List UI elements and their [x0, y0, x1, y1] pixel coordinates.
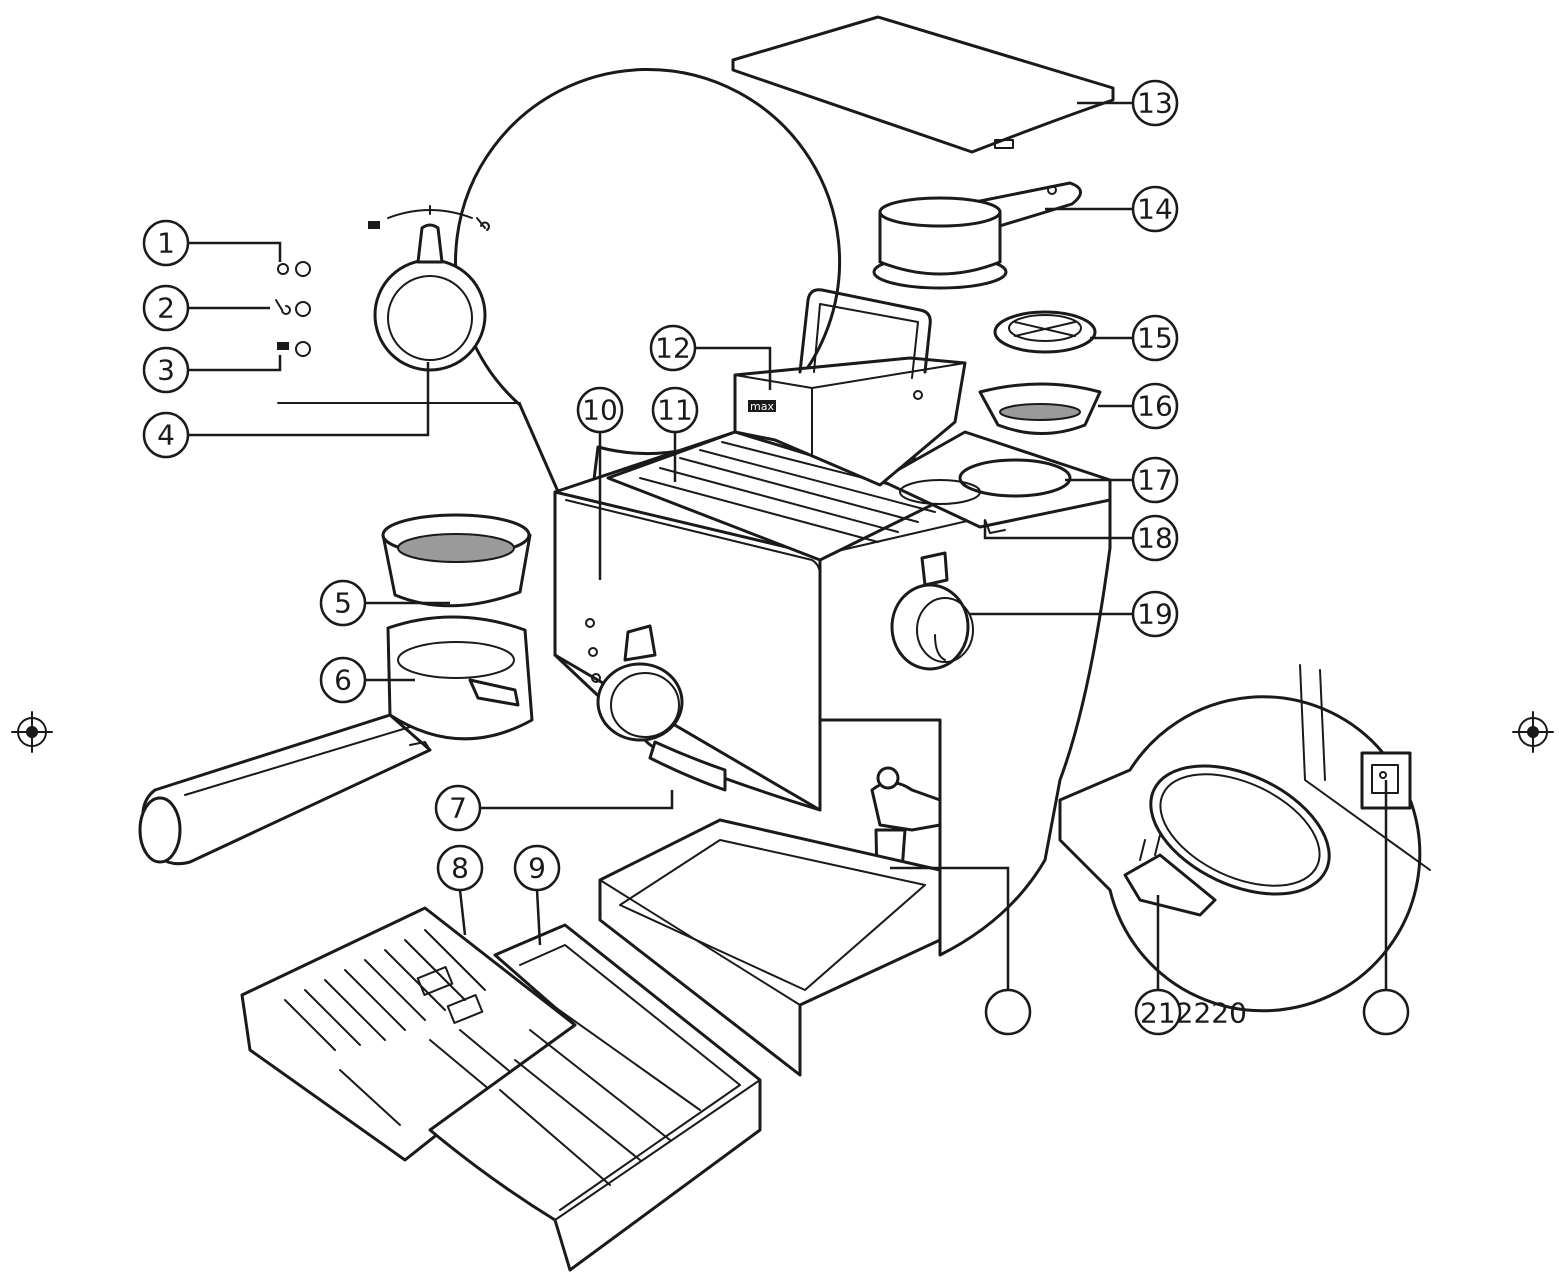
indicator-lights-zoom	[275, 261, 311, 357]
steam-icon	[275, 299, 291, 315]
control-knob-zoom	[368, 205, 490, 372]
bottom-label: 212220	[1140, 997, 1247, 1030]
lid	[731, 15, 1115, 154]
leader-lines	[188, 101, 1388, 990]
callout-1: 1	[142, 219, 190, 267]
callout-9: 9	[513, 844, 561, 892]
single-shot-filter	[381, 513, 532, 608]
double-shot-filter	[978, 382, 1102, 435]
grill-slots	[284, 929, 521, 1126]
svg-text:2: 2	[157, 292, 175, 325]
svg-text:16: 16	[1137, 390, 1173, 423]
coffee-cup-icon	[277, 342, 289, 350]
registration-mark-right	[1512, 711, 1554, 753]
coffee-cup-icon	[368, 221, 380, 229]
callout-3: 3	[142, 346, 190, 394]
control-knob	[596, 624, 684, 742]
callout-8: 8	[436, 844, 484, 892]
callout-2: 2	[142, 284, 190, 332]
power-cord-magnifier	[1058, 664, 1431, 1013]
callout-13: 13	[1131, 79, 1179, 127]
svg-text:6: 6	[334, 664, 352, 697]
callout-19: 19	[1131, 590, 1179, 638]
callout-17: 17	[1131, 456, 1179, 504]
machine-body: max	[553, 288, 1112, 1077]
callout-18: 18	[1131, 514, 1179, 562]
callouts: 1 2 3 4 5 6 7 8 9 10 11 12 13 14 15 16 1…	[142, 79, 1410, 1036]
svg-text:4: 4	[157, 419, 175, 452]
callout-21	[1134, 988, 1182, 1036]
svg-text:17: 17	[1137, 464, 1173, 497]
svg-text:3: 3	[157, 354, 175, 387]
callout-6: 6	[319, 656, 367, 704]
steam-knob	[890, 551, 974, 671]
svg-text:8: 8	[451, 852, 469, 885]
svg-text:10: 10	[582, 394, 618, 427]
callout-22	[1362, 988, 1410, 1036]
callout-16: 16	[1131, 382, 1179, 430]
callout-11: 11	[651, 386, 699, 434]
callout-12: 12	[649, 324, 697, 372]
callout-10: 10	[576, 386, 624, 434]
callout-14: 14	[1131, 185, 1179, 233]
callout-5: 5	[319, 579, 367, 627]
svg-text:15: 15	[1137, 322, 1173, 355]
svg-text:14: 14	[1137, 193, 1173, 226]
callout-20	[984, 988, 1032, 1036]
steam-icon	[476, 217, 490, 231]
drip-tray-grill	[240, 906, 577, 1162]
svg-text:9: 9	[528, 852, 546, 885]
svg-text:12: 12	[655, 332, 691, 365]
callout-4: 4	[142, 411, 190, 459]
measuring-scoop	[872, 181, 1082, 290]
water-tank: max	[733, 288, 967, 487]
svg-text:13: 13	[1137, 87, 1173, 120]
svg-text:7: 7	[449, 792, 467, 825]
power-icon	[277, 263, 289, 275]
svg-text:5: 5	[334, 587, 352, 620]
crema-filter	[993, 310, 1097, 354]
water-tank-max-mark: max	[750, 400, 774, 413]
svg-text:19: 19	[1137, 598, 1173, 631]
control-panel-magnifier	[275, 68, 842, 555]
callout-15: 15	[1131, 314, 1179, 362]
portafilter	[138, 615, 534, 866]
svg-text:11: 11	[657, 394, 693, 427]
drip-tray	[428, 923, 762, 1272]
svg-text:18: 18	[1137, 522, 1173, 555]
svg-text:1: 1	[157, 227, 175, 260]
registration-mark-left	[11, 711, 53, 753]
callout-7: 7	[434, 784, 482, 832]
